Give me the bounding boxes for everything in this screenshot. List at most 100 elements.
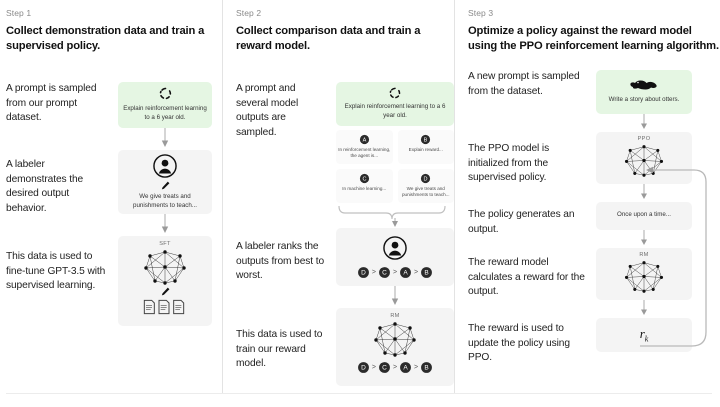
step-3-stage-2: PPO [596, 131, 692, 200]
step-2-desc-1: A prompt and several model outputs are s… [236, 82, 299, 139]
prompt-card-1: Explain reinforcement learning to a 6 ye… [118, 81, 212, 128]
output-caption-d: We give treats and punishments to teach.… [402, 185, 450, 198]
arrow-down-icon [641, 229, 647, 245]
step-3-row-2: The PPO model is initialized from the su… [468, 131, 720, 200]
neural-network-icon [624, 144, 664, 177]
svg-text:B: B [424, 269, 428, 276]
svg-text:B: B [424, 364, 428, 371]
step-3-desc-5: The reward is used to update the policy … [468, 322, 570, 364]
rank-gt-2: > [392, 268, 398, 276]
step-2-row-3: This data is used to train our reward mo… [236, 307, 454, 386]
step-3-desc-3: The policy generates an output. [468, 208, 575, 235]
rank-gt-1: > [371, 363, 376, 371]
svg-text:C: C [382, 269, 387, 276]
recycle-circle-icon [389, 87, 401, 99]
step-1-row-1: A prompt is sampled from our prompt data… [6, 81, 222, 148]
model-tag-rm-step2: RM [390, 312, 400, 319]
brace-converge-arrow-icon [338, 205, 446, 227]
neural-network-icon [624, 260, 664, 293]
option-badge-b-icon: B [421, 134, 431, 144]
model-tag-ppo: PPO [637, 135, 651, 142]
step-2-rows: A prompt and several model outputs are s… [236, 81, 454, 386]
rank-gt-3: > [414, 268, 419, 276]
rank-badge-4-icon: B [421, 266, 433, 278]
column-divider-2 [454, 0, 455, 394]
step-3-row-5: The reward is used to update the policy … [468, 317, 720, 366]
step-2-desc-2: A labeler ranks the outputs from best to… [236, 240, 325, 282]
svg-text:C: C [382, 364, 387, 371]
prompt-caption-2: Explain reinforcement learning to a 6 ye… [344, 103, 446, 120]
option-badge-d-icon: D [421, 173, 431, 183]
pencil-icon [161, 181, 169, 190]
svg-text:A: A [403, 269, 408, 276]
step-2-stage-3: RM [336, 307, 454, 386]
step-3-row-1: A new prompt is sampled from the dataset… [468, 69, 720, 130]
rank-badge-3-icon: A [400, 266, 411, 278]
rank-badge-2-icon: C [379, 266, 390, 278]
rank-badge-2-icon: C [379, 361, 390, 373]
arrow-down-icon [161, 213, 169, 233]
step-2-stage-1: Explain reinforcement learning to a 6 ye… [336, 81, 454, 228]
labeler-person-icon [383, 236, 407, 260]
step-column-3: Step 3 Optimize a policy against the rew… [454, 0, 720, 407]
generated-output-card: Once upon a time... [596, 201, 692, 230]
step-1-desc-3: This data is used to fine-tune GPT-3.5 w… [6, 250, 106, 292]
arrow-down-icon [391, 285, 399, 305]
step-1-stage-1: Explain reinforcement learning to a 6 ye… [118, 81, 212, 148]
arrow-down-icon [641, 299, 647, 315]
step-title-3: Optimize a policy against the reward mod… [468, 25, 719, 52]
generated-output-caption: Once upon a time... [617, 211, 671, 219]
step-3-row-4: The reward model calculates a reward for… [468, 247, 720, 316]
svg-text:A: A [403, 364, 408, 371]
step-3-row-3: The policy generates an output. Once upo… [468, 201, 720, 246]
step-1-desc-1: A prompt is sampled from our prompt data… [6, 82, 97, 124]
column-divider-1 [222, 0, 223, 394]
model-tag-rm-step3: RM [639, 251, 649, 258]
neural-network-icon [374, 322, 416, 357]
step-3-stage-3: Once upon a time... [596, 201, 692, 246]
ranking-row-rm: D > C > A > [357, 361, 433, 374]
step-2-row-2: A labeler ranks the outputs from best to… [236, 227, 454, 306]
model-tag-sft: SFT [159, 240, 171, 247]
step-3-stage-4: RM [596, 247, 692, 316]
reward-formula-card: rk [596, 317, 692, 352]
step-2-desc-3: This data is used to train our reward mo… [236, 328, 323, 370]
sft-model-card: SFT [118, 235, 212, 326]
svg-text:D: D [424, 176, 428, 182]
arrow-down-icon [161, 127, 169, 147]
bottom-rule [6, 393, 712, 394]
step-1-stage-2: We give treats and punishments to teach.… [118, 149, 212, 234]
step-label-3: Step 3 [468, 8, 494, 18]
rank-gt-2: > [392, 363, 398, 371]
svg-text:D: D [361, 364, 366, 371]
svg-text:C: C [362, 176, 366, 182]
output-option-b: B Explain reward... [397, 129, 454, 164]
step-column-1: Step 1 Collect demonstration data and tr… [0, 0, 222, 407]
step-3-stage-1: Write a story about otters. [596, 69, 692, 130]
step-2-stage-2: D > C > A > [336, 227, 454, 306]
output-caption-c: In machine learning... [342, 185, 387, 191]
step-1-row-3: This data is used to fine-tune GPT-3.5 w… [6, 235, 222, 326]
rank-badge-1-icon: D [357, 266, 369, 278]
prompt-card-3: Write a story about otters. [596, 69, 692, 114]
output-option-d: D We give treats and punishments to teac… [397, 168, 454, 203]
neural-network-icon [144, 250, 186, 285]
step-2-row-1: A prompt and several model outputs are s… [236, 81, 454, 228]
step-title-2: Collect comparison data and train a rewa… [236, 25, 421, 52]
output-option-c: C In machine learning... [336, 168, 393, 203]
rank-gt-1: > [371, 268, 376, 276]
pencil-icon [161, 287, 169, 296]
labeler-card-2: D > C > A > [336, 227, 454, 286]
documents-icon [143, 299, 185, 314]
step-3-desc-1: A new prompt is sampled from the dataset… [468, 70, 580, 97]
step-column-2: Step 2 Collect comparison data and train… [222, 0, 454, 407]
arrow-down-icon [641, 183, 647, 199]
step-3-desc-4: The reward model calculates a reward for… [468, 256, 585, 298]
step-1-rows: A prompt is sampled from our prompt data… [6, 81, 222, 326]
labeler-caption-1: We give treats and punishments to teach.… [133, 192, 197, 209]
rm-model-card-step3: RM [596, 247, 692, 300]
step-label-1: Step 1 [6, 8, 32, 18]
model-outputs-grid: A In reinforcement learning, the agent i… [336, 129, 454, 203]
step-1-row-2: A labeler demonstrates the desired outpu… [6, 149, 222, 234]
svg-text:B: B [424, 137, 428, 143]
